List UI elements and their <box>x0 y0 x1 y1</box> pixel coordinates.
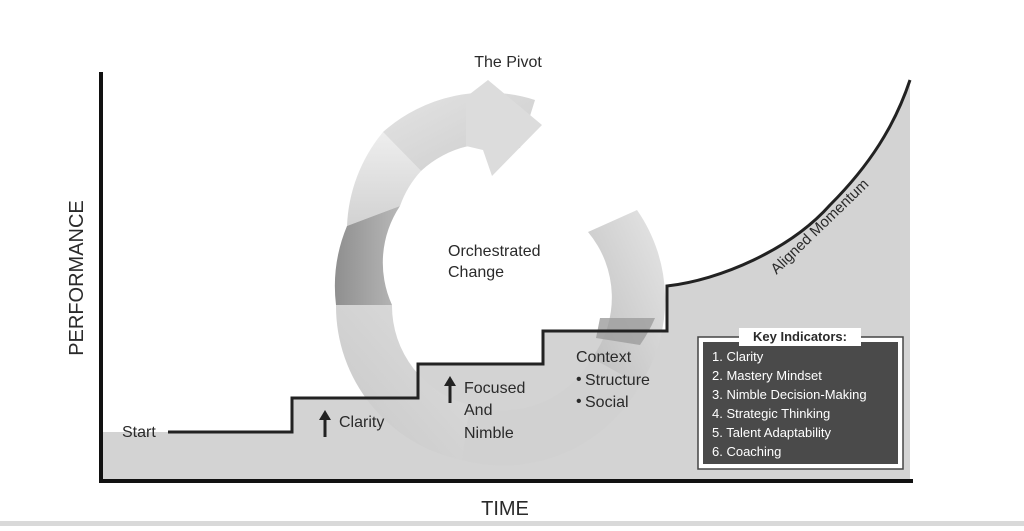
x-axis-label: TIME <box>481 498 529 520</box>
pivot-center-line2: Change <box>448 264 504 281</box>
pivot-title: The Pivot <box>474 54 542 71</box>
clarity-label: Clarity <box>339 414 384 431</box>
key-indicator-item: 5. Talent Adaptability <box>712 425 832 440</box>
focused-label-line2: And <box>464 402 492 419</box>
up-arrow-icon <box>319 410 331 437</box>
focused-label-line1: Focused <box>464 380 525 397</box>
context-title: Context <box>576 349 632 366</box>
context-bullet: • <box>576 371 582 388</box>
ring-segment-left <box>334 206 400 305</box>
key-indicator-item: 1. Clarity <box>712 349 764 364</box>
pivot-center-line1: Orchestrated <box>448 243 540 260</box>
key-indicator-item: 3. Nimble Decision-Making <box>712 387 867 402</box>
context-bullet: • <box>576 393 582 410</box>
pivot-ring <box>334 80 666 466</box>
key-indicators-box: Key Indicators: 1. Clarity 2. Mastery Mi… <box>697 328 904 470</box>
bottom-band <box>0 521 1024 526</box>
ring-segment-right <box>588 210 666 385</box>
key-indicator-item: 6. Coaching <box>712 444 781 459</box>
focused-label-line3: Nimble <box>464 425 514 442</box>
start-label: Start <box>122 424 156 441</box>
context-item-structure: Structure <box>585 372 650 389</box>
context-item-social: Social <box>585 394 629 411</box>
ring-segment-upper-left <box>347 132 421 226</box>
key-indicator-item: 2. Mastery Mindset <box>712 368 822 383</box>
performance-step-line <box>168 79 912 434</box>
ring-segment-lower-right <box>462 358 640 466</box>
y-axis-label: PERFORMANCE <box>66 200 88 356</box>
up-arrow-icon <box>444 376 456 403</box>
pivot-arrow-head <box>466 80 542 176</box>
ring-segment-lower-left <box>335 305 470 460</box>
key-indicators-title: Key Indicators: <box>753 329 847 344</box>
key-indicator-item: 4. Strategic Thinking <box>712 406 830 421</box>
